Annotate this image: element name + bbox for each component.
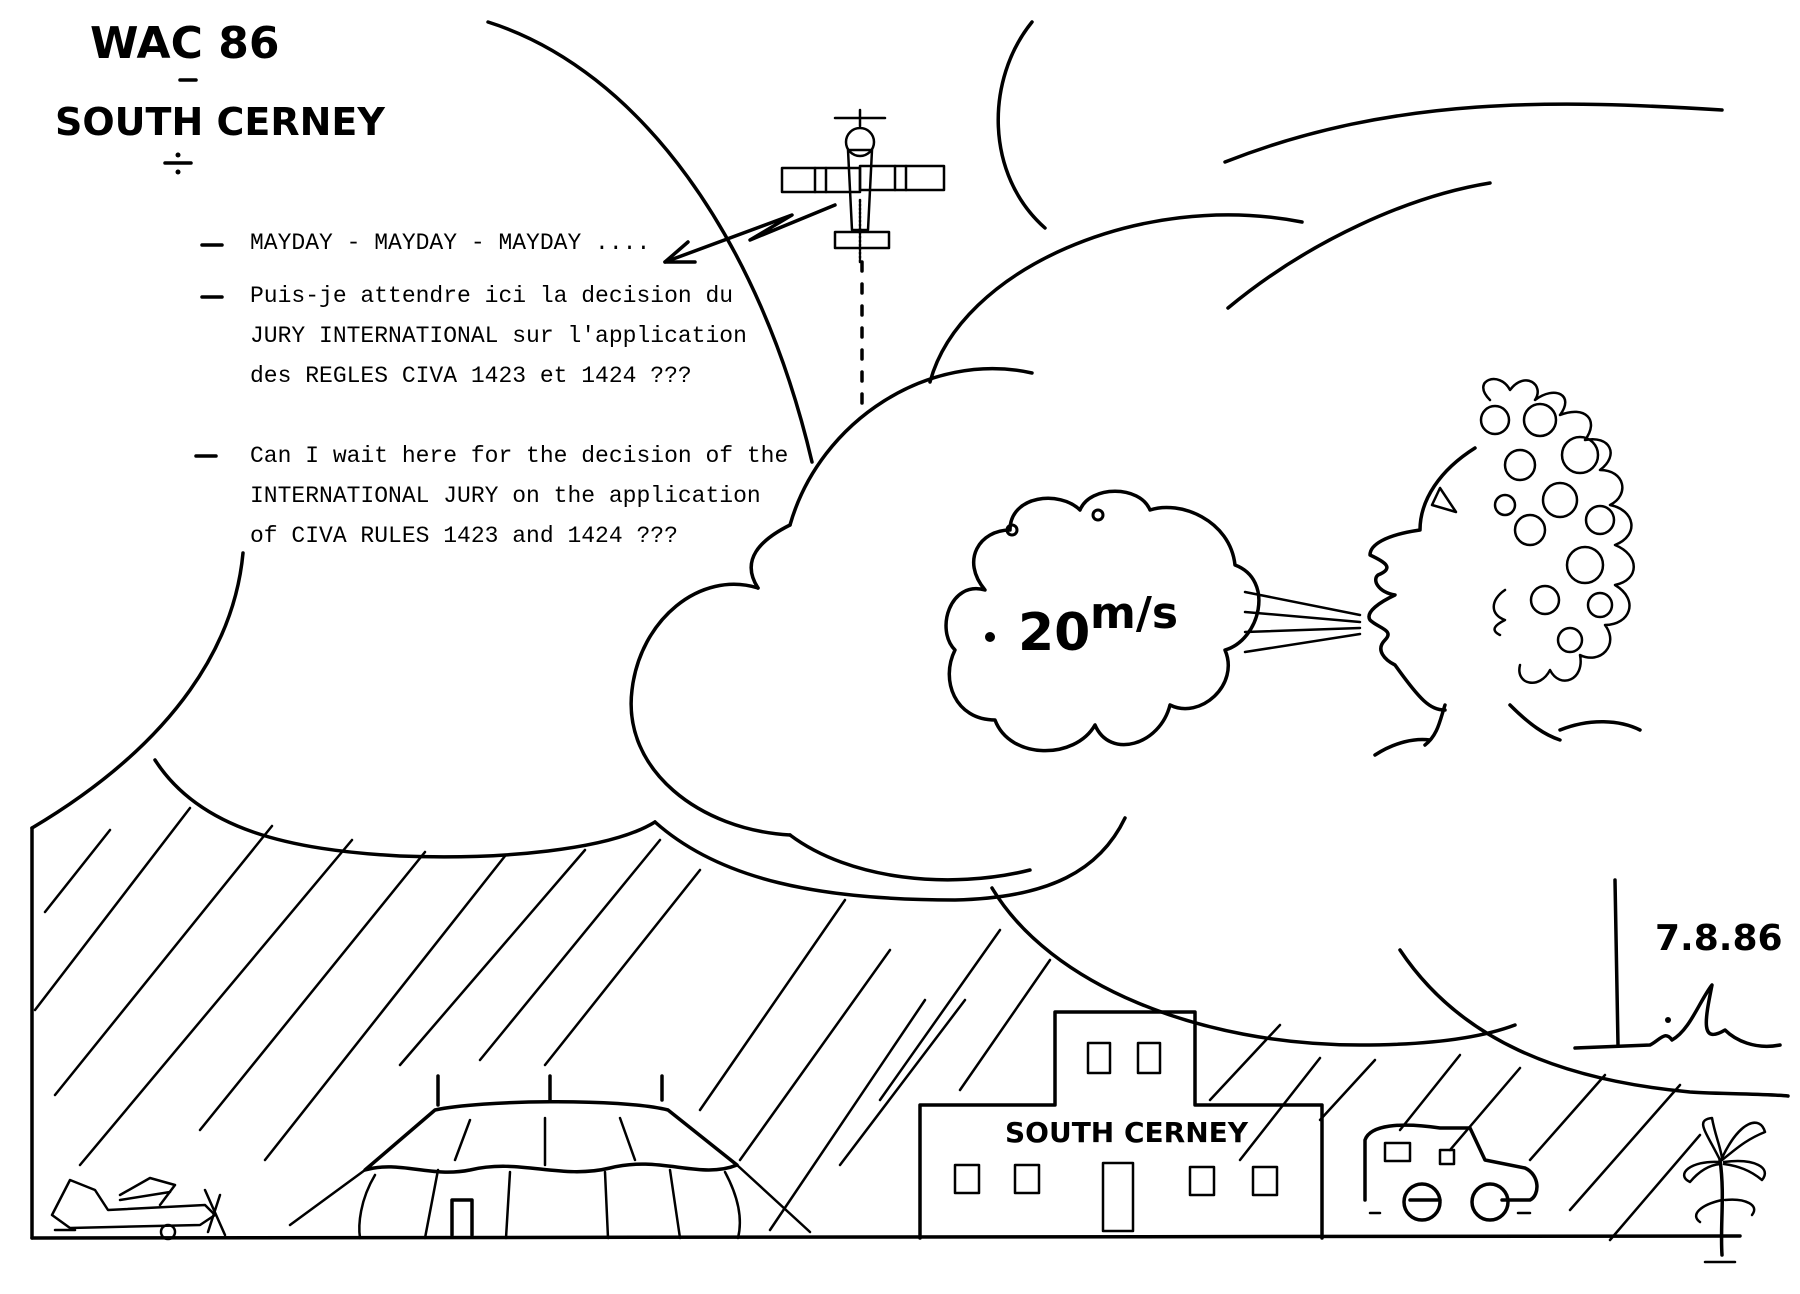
ground-line <box>30 1234 1742 1240</box>
aircraft-top-icon <box>780 108 946 264</box>
french-line-3: des REGLES CIVA 1423 et 1424 ??? <box>250 363 692 389</box>
big-cloud-outlines <box>30 20 1724 1240</box>
english-line-2: INTERNATIONAL JURY on the application <box>250 483 761 509</box>
palm-tree-icon <box>1683 1116 1767 1264</box>
english-line-1: Can I wait here for the decision of the <box>250 443 788 469</box>
wind-puff: 20 m/s <box>944 489 1261 753</box>
marquee-tent <box>288 1074 812 1240</box>
building-sign: SOUTH CERNEY <box>1005 1116 1249 1149</box>
ground-aircraft-icon <box>50 1176 227 1241</box>
rain-cloud <box>153 758 1790 1098</box>
signature-scribble <box>1573 983 1782 1050</box>
mayday-line: MAYDAY - MAYDAY - MAYDAY .... <box>250 230 650 256</box>
south-cerney-building: SOUTH CERNEY <box>918 1010 1324 1240</box>
french-line-1: Puis-je attendre ici la decision du <box>250 283 733 309</box>
title-block: WAC 86 SOUTH CERNEY <box>55 18 385 175</box>
title-south-cerney: SOUTH CERNEY <box>55 100 385 144</box>
wind-speed-unit: m/s <box>1090 588 1178 639</box>
english-line-3: of CIVA RULES 1423 and 1424 ??? <box>250 523 678 549</box>
jeep-vehicle-icon <box>1363 1123 1539 1222</box>
title-wac86: WAC 86 <box>90 18 279 69</box>
french-line-2: JURY INTERNATIONAL sur l'application <box>250 323 747 349</box>
front-cloud <box>629 367 1034 882</box>
rain-hatching <box>33 806 1702 1242</box>
radio-signal-arrow <box>663 203 837 264</box>
signature-date: 7.8.86 <box>1655 918 1783 959</box>
wind-blow-lines <box>1243 590 1362 654</box>
wind-face <box>1367 377 1642 757</box>
message-block: MAYDAY - MAYDAY - MAYDAY .... Puis-je at… <box>194 230 788 549</box>
signature-block: 7.8.86 <box>1573 878 1783 1050</box>
wind-speed-value: 20 <box>1018 603 1090 663</box>
